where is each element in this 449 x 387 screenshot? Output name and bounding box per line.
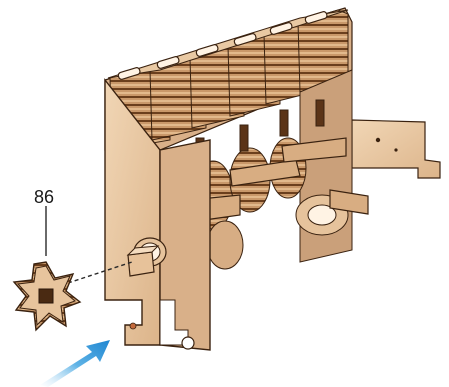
wooden-gear-mechanism-icon [105, 8, 440, 350]
part-number-label: 86 [34, 187, 54, 208]
insert-direction-arrow-icon [40, 340, 110, 387]
star-gear-icon [14, 262, 80, 330]
